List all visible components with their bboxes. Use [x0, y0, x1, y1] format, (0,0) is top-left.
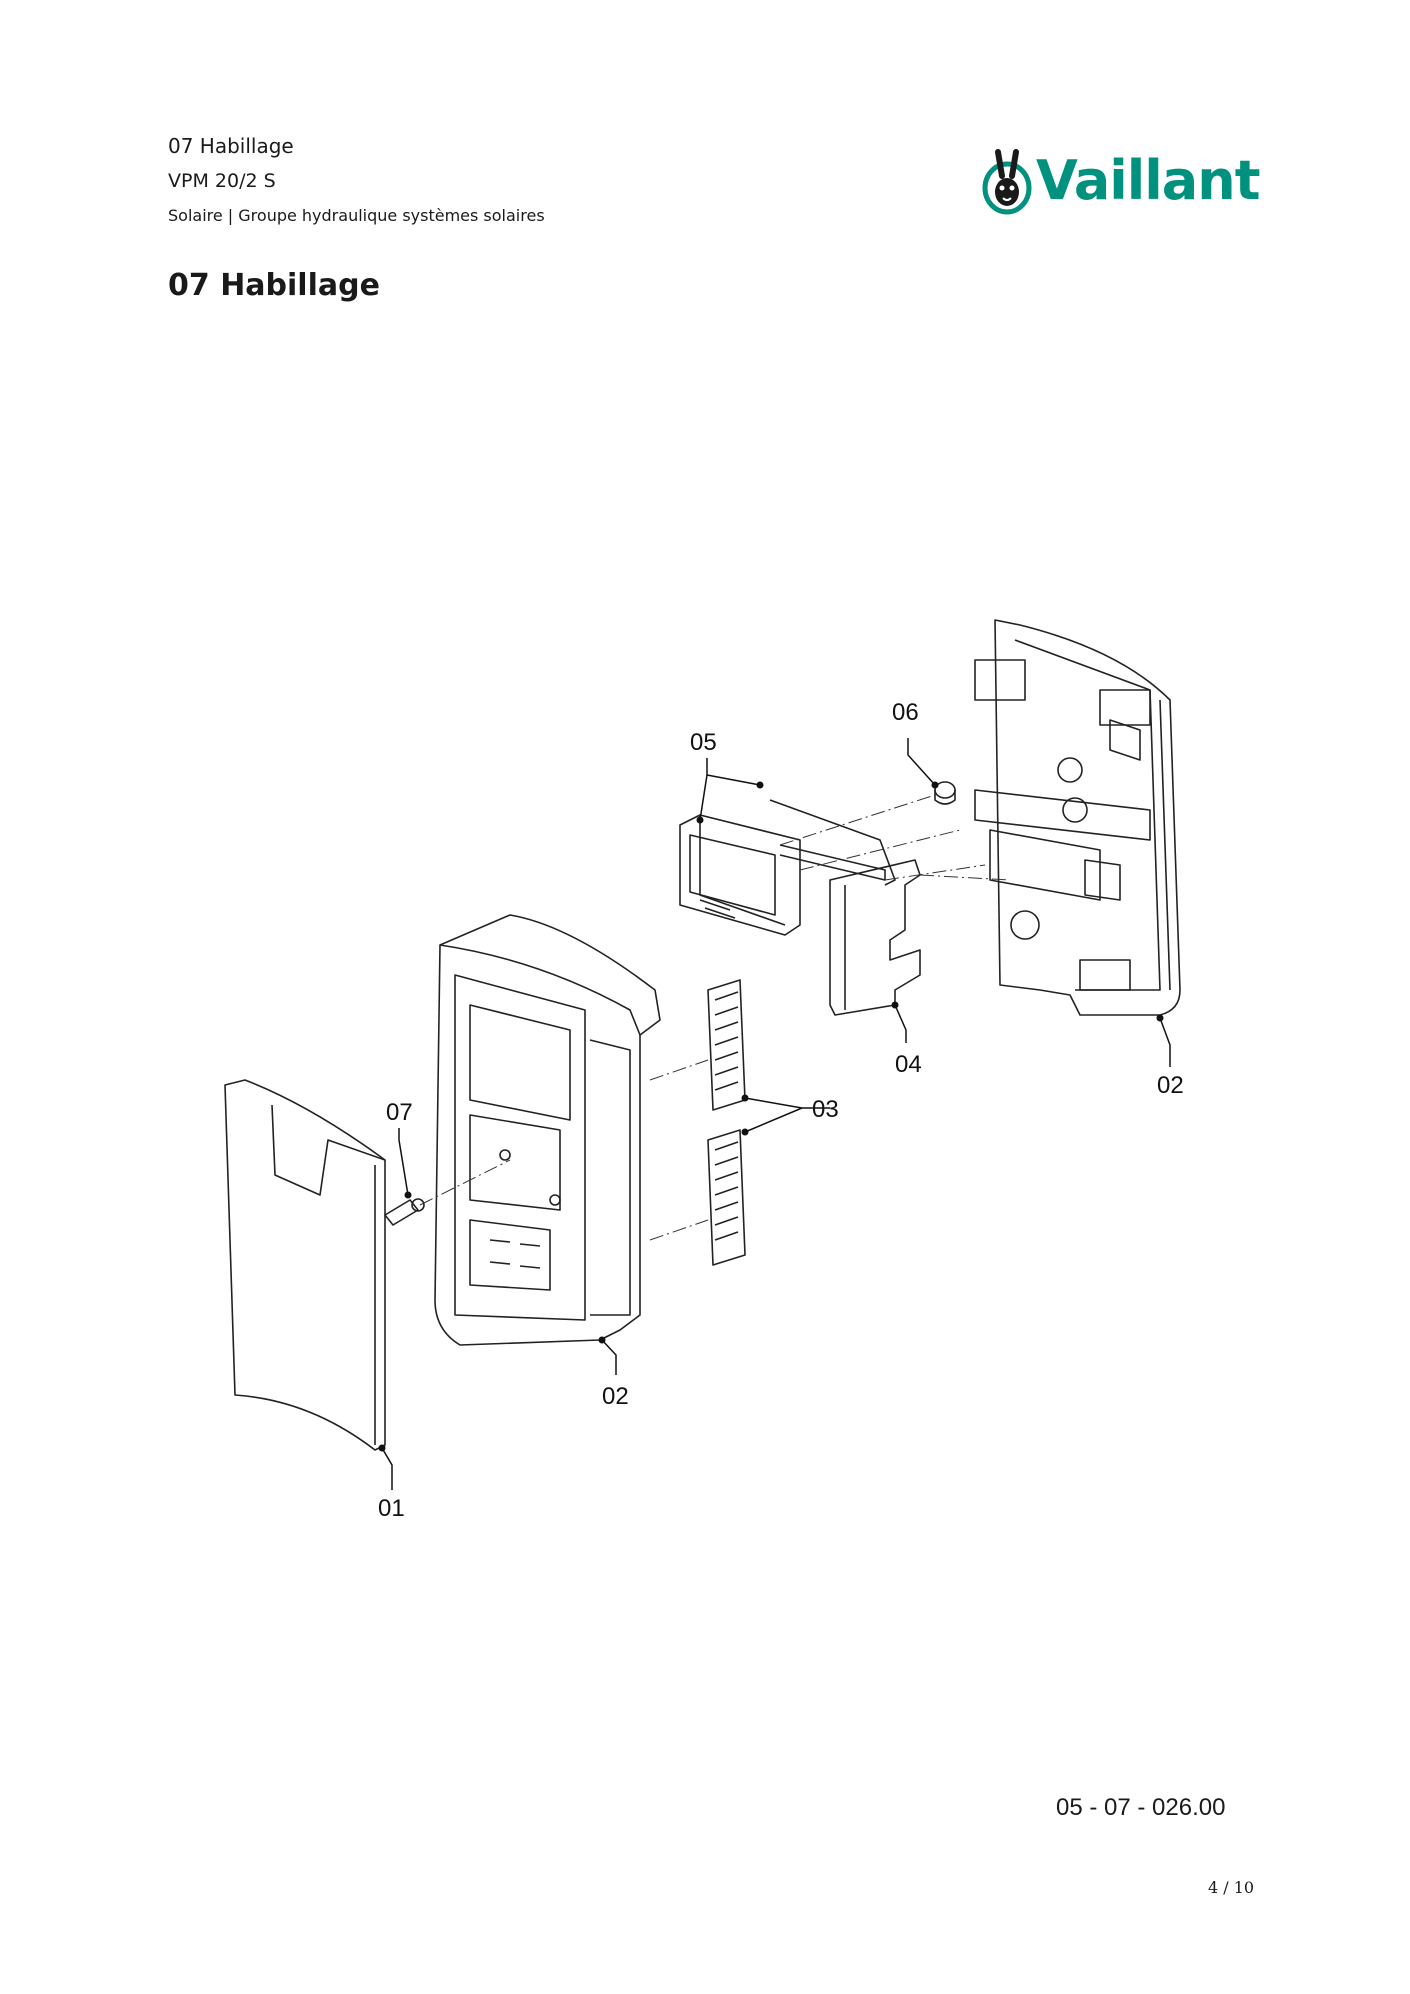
leader-lines: [381, 738, 1171, 1490]
part-01-front-cover: [224, 1079, 386, 1451]
part-05-electronics-box: [679, 799, 896, 936]
callout-07: 07: [386, 1099, 413, 1126]
part-02-front-housing: [434, 914, 661, 1346]
header-category: Solaire | Groupe hydraulique systèmes so…: [168, 206, 545, 225]
callout-02-back: 02: [1157, 1072, 1184, 1099]
page-title: 07 Habillage: [168, 268, 380, 303]
part-04-bracket: [829, 859, 921, 1016]
header-section-title: 07 Habillage: [168, 134, 294, 158]
callout-03: 03: [812, 1096, 839, 1123]
part-03-grilles: [707, 979, 746, 1266]
part-07-screw: [384, 1198, 425, 1226]
callout-05: 05: [690, 729, 717, 756]
vaillant-logo: Vaillant: [980, 142, 1261, 220]
part-06-cap: [934, 781, 956, 805]
callout-04: 04: [895, 1051, 922, 1078]
hare-emblem-icon: [982, 149, 1032, 215]
part-02-back-frame: [974, 619, 1181, 1016]
callout-06: 06: [892, 699, 919, 726]
callout-02-front: 02: [602, 1383, 629, 1410]
document-reference: 05 - 07 - 026.00: [1056, 1794, 1226, 1821]
leader-dots: [378, 781, 1164, 1452]
logo-wordmark: Vaillant: [1036, 149, 1261, 212]
alignment-lines: [419, 794, 1011, 1241]
callout-01: 01: [378, 1495, 405, 1522]
page-number: 4 / 10: [1208, 1878, 1255, 1897]
header-model: VPM 20/2 S: [168, 170, 276, 192]
